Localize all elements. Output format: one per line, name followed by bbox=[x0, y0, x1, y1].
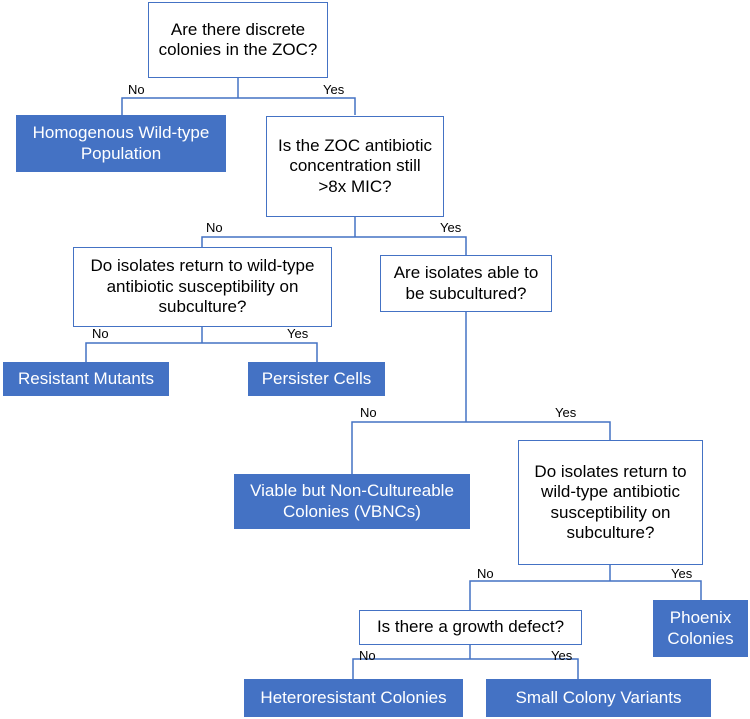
outcome-small-colony-variants: Small Colony Variants bbox=[486, 679, 711, 717]
question-text: Do isolates return to wild-type antibiot… bbox=[90, 256, 315, 317]
question-text: Is the ZOC antibiotic concentration stil… bbox=[277, 135, 432, 196]
question-wildtype-return-1: Do isolates return to wild-type antibiot… bbox=[73, 247, 332, 327]
branch-label-no: No bbox=[360, 405, 377, 420]
outcome-heteroresistant-colonies: Heteroresistant Colonies bbox=[244, 679, 463, 717]
branch-label-no: No bbox=[128, 82, 145, 97]
question-wildtype-return-2: Do isolates return to wild-type antibiot… bbox=[518, 440, 703, 565]
question-zoc-concentration: Is the ZOC antibiotic concentration stil… bbox=[266, 116, 444, 217]
branch-label-yes: Yes bbox=[555, 405, 577, 420]
outcome-homogenous-wildtype: Homogenous Wild-type Population bbox=[16, 115, 226, 172]
connector-q1-no bbox=[121, 97, 356, 115]
branch-label-yes: Yes bbox=[671, 566, 693, 581]
outcome-resistant-mutants: Resistant Mutants bbox=[3, 362, 169, 396]
outcome-text: Viable but Non-Cultureable Colonies (VBN… bbox=[250, 481, 454, 521]
branch-label-no: No bbox=[359, 648, 376, 663]
outcome-persister-cells: Persister Cells bbox=[248, 362, 385, 396]
branch-label-no: No bbox=[206, 220, 223, 235]
branch-label-no: No bbox=[477, 566, 494, 581]
outcome-vbnc: Viable but Non-Cultureable Colonies (VBN… bbox=[234, 474, 470, 529]
connector-q3-no bbox=[85, 342, 318, 362]
branch-label-no: No bbox=[92, 326, 109, 341]
outcome-text: Persister Cells bbox=[261, 368, 372, 388]
outcome-text: Homogenous Wild-type Population bbox=[32, 123, 210, 163]
connector-q6-no bbox=[352, 658, 579, 679]
branch-label-yes: Yes bbox=[287, 326, 309, 341]
connector-q2-no bbox=[201, 236, 467, 255]
question-text: Are there discrete colonies in the ZOC? bbox=[158, 19, 318, 59]
branch-label-yes: Yes bbox=[440, 220, 462, 235]
outcome-text: Heteroresistant Colonies bbox=[260, 687, 447, 707]
outcome-text: Resistant Mutants bbox=[17, 368, 155, 388]
outcome-text: Small Colony Variants bbox=[515, 687, 682, 707]
outcome-text: Phoenix Colonies bbox=[667, 608, 734, 648]
connector-q5-no bbox=[469, 580, 702, 610]
branch-label-yes: Yes bbox=[323, 82, 345, 97]
question-text: Are isolates able to be subcultured? bbox=[393, 263, 539, 303]
outcome-phoenix-colonies: Phoenix Colonies bbox=[653, 600, 748, 657]
question-growth-defect: Is there a growth defect? bbox=[359, 610, 582, 645]
question-text: Is there a growth defect? bbox=[376, 617, 565, 637]
branch-label-yes: Yes bbox=[551, 648, 573, 663]
question-text: Do isolates return to wild-type antibiot… bbox=[534, 461, 687, 542]
question-discrete-colonies: Are there discrete colonies in the ZOC? bbox=[148, 2, 328, 78]
connector-q4-no bbox=[351, 421, 611, 474]
question-subculture-able: Are isolates able to be subcultured? bbox=[380, 255, 552, 312]
